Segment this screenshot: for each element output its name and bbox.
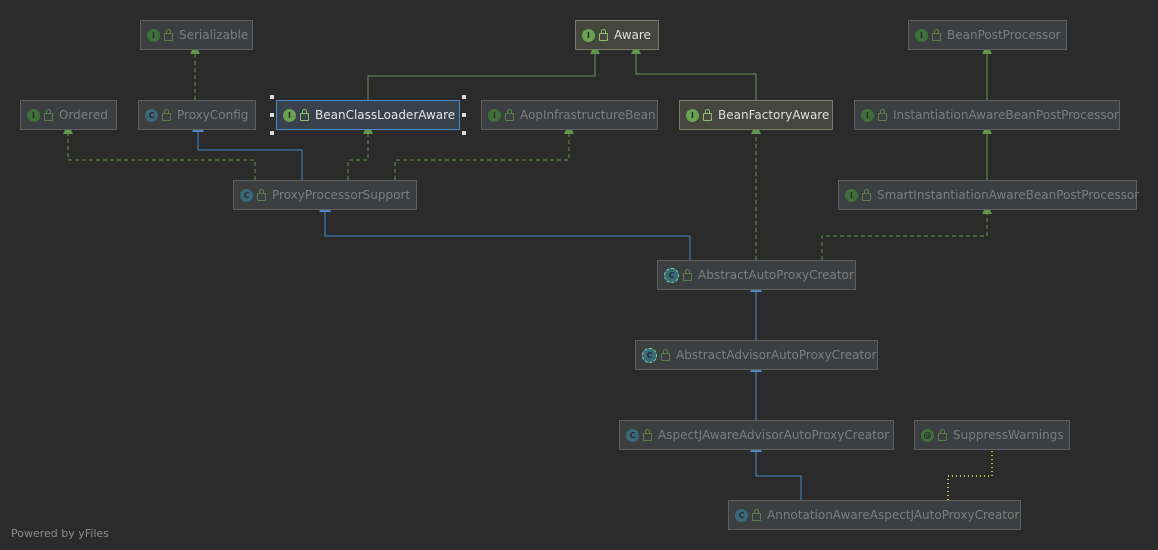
interface-icon: I <box>845 188 858 202</box>
abstract-class-icon: C <box>642 347 657 363</box>
node-label: ProxyConfig <box>177 108 249 122</box>
node-bean-class-loader-aware[interactable]: I BeanClassLoaderAware <box>276 100 460 130</box>
interface-icon: I <box>915 28 928 42</box>
edge-pps-ordered <box>63 124 256 180</box>
node-instantiation-aware-bpp[interactable]: I InstantiationAwareBeanPostProcessor <box>854 100 1120 130</box>
selection-handle[interactable] <box>270 113 274 117</box>
edge-pps-proxyconfig <box>192 120 303 180</box>
node-suppress-warnings[interactable]: @ SuppressWarnings <box>914 420 1070 450</box>
class-icon: C <box>240 188 253 202</box>
lock-icon <box>162 109 171 121</box>
lock-icon <box>932 29 941 41</box>
class-icon: C <box>145 108 158 122</box>
node-serializable[interactable]: I Serializable <box>140 20 253 50</box>
node-bean-factory-aware[interactable]: I BeanFactoryAware <box>679 100 833 130</box>
node-ordered[interactable]: I Ordered <box>20 100 117 130</box>
node-aspectj-aware-advisor-auto-proxy-creator[interactable]: C AspectJAwareAdvisorAutoProxyCreator <box>619 420 894 450</box>
node-annotation-aware-aspectj-auto-proxy-creator[interactable]: C AnnotationAwareAspectJAutoProxyCreator <box>728 500 1021 530</box>
class-icon: C <box>735 508 748 522</box>
lock-icon <box>599 29 608 41</box>
edge-aapc-pps <box>319 200 691 260</box>
interface-icon: I <box>147 28 160 42</box>
node-label: BeanPostProcessor <box>947 28 1061 42</box>
class-icon: C <box>626 428 639 442</box>
node-label: Aware <box>614 28 651 42</box>
node-label: ProxyProcessorSupport <box>272 188 411 202</box>
lock-icon <box>878 109 887 121</box>
lock-icon <box>862 189 871 201</box>
node-label: BeanClassLoaderAware <box>315 108 456 122</box>
lock-icon <box>164 29 173 41</box>
lock-icon <box>643 429 652 441</box>
node-proxy-config[interactable]: C ProxyConfig <box>138 100 256 130</box>
node-aware[interactable]: I Aware <box>575 20 659 50</box>
lock-icon <box>703 109 712 121</box>
lock-icon <box>257 189 266 201</box>
node-label: Ordered <box>59 108 108 122</box>
edge-bfa-aware <box>631 44 757 100</box>
lock-icon <box>683 269 692 281</box>
edge-aapc-siabpp <box>821 204 992 260</box>
edge-bcla-aware <box>367 44 600 100</box>
node-abstract-advisor-auto-proxy-creator[interactable]: C AbstractAdvisorAutoProxyCreator <box>635 340 878 370</box>
lock-icon <box>938 429 947 441</box>
node-label: AbstractAutoProxyCreator <box>698 268 854 282</box>
node-label: SmartInstantiationAwareBeanPostProcessor <box>877 188 1140 202</box>
interface-icon: I <box>861 108 874 122</box>
edge-pps-aib <box>394 124 574 180</box>
edge-aaajapc-ajaapc <box>750 440 802 500</box>
edge-aaajapc-sw <box>947 451 993 500</box>
annotation-icon: @ <box>921 428 934 442</box>
selection-handle[interactable] <box>270 95 274 99</box>
node-label: AopInfrastructureBean <box>520 108 656 122</box>
node-smart-instantiation-aware-bpp[interactable]: I SmartInstantiationAwareBeanPostProcess… <box>838 180 1140 210</box>
interface-icon: I <box>283 108 296 122</box>
node-proxy-processor-support[interactable]: C ProxyProcessorSupport <box>233 180 417 210</box>
lock-icon <box>752 509 761 521</box>
node-label: AspectJAwareAdvisorAutoProxyCreator <box>658 428 890 442</box>
selection-handle[interactable] <box>462 113 466 117</box>
selection-handle[interactable] <box>270 131 274 135</box>
selection-handle[interactable] <box>462 95 466 99</box>
abstract-class-icon: C <box>664 267 679 283</box>
interface-icon: I <box>686 108 699 122</box>
node-bean-post-processor[interactable]: I BeanPostProcessor <box>908 20 1067 50</box>
node-abstract-auto-proxy-creator[interactable]: C AbstractAutoProxyCreator <box>657 260 856 290</box>
lock-icon <box>505 109 514 121</box>
lock-icon <box>44 109 53 121</box>
node-label: AbstractAdvisorAutoProxyCreator <box>676 348 877 362</box>
lock-icon <box>300 109 309 121</box>
interface-icon: I <box>582 28 595 42</box>
node-label: Serializable <box>179 28 249 42</box>
node-label: BeanFactoryAware <box>718 108 830 122</box>
node-label: AnnotationAwareAspectJAutoProxyCreator <box>767 508 1020 522</box>
powered-by-label: Powered by yFiles <box>11 527 109 540</box>
interface-icon: I <box>488 108 501 122</box>
edge-pps-bcla <box>347 124 373 180</box>
lock-icon <box>661 349 670 361</box>
interface-icon: I <box>27 108 40 122</box>
selection-handle[interactable] <box>462 131 466 135</box>
node-label: InstantiationAwareBeanPostProcessor <box>893 108 1119 122</box>
node-label: SuppressWarnings <box>953 428 1064 442</box>
node-aop-infrastructure-bean[interactable]: I AopInfrastructureBean <box>481 100 658 130</box>
